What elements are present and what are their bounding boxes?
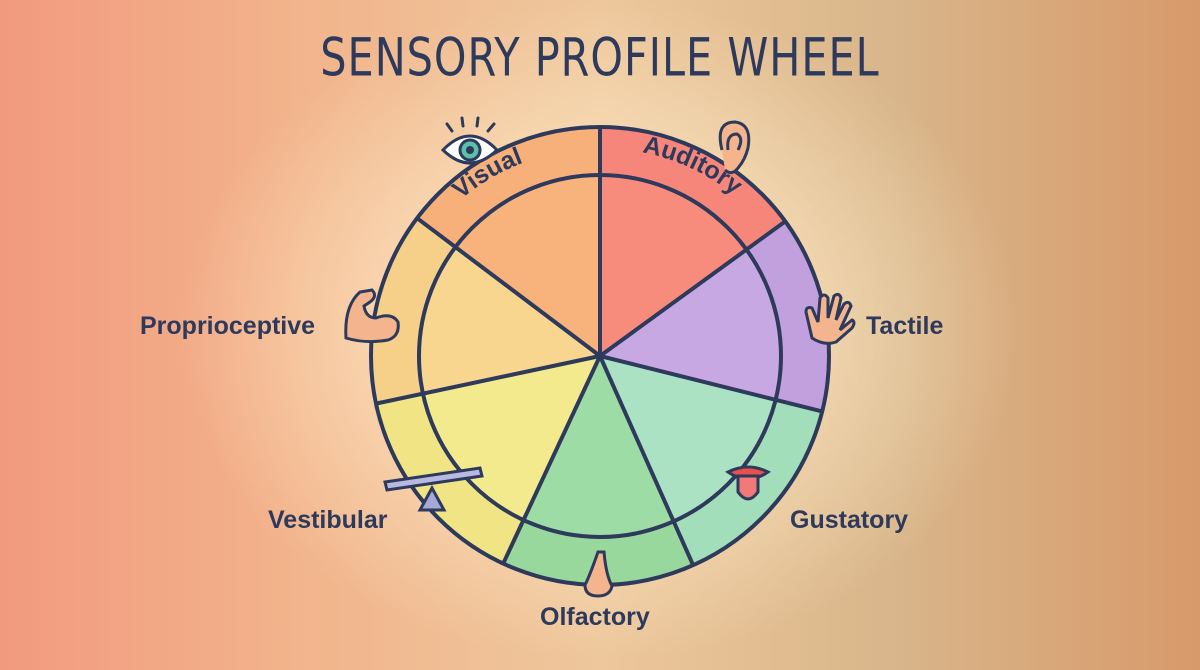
nose-icon bbox=[583, 550, 614, 598]
diagram-title: SENSORY PROFILE WHEEL bbox=[320, 25, 880, 89]
segment-label-vestibular: Vestibular bbox=[268, 506, 388, 534]
segment-olfactory bbox=[523, 356, 674, 537]
segment-divider bbox=[599, 354, 823, 414]
balance-icon bbox=[383, 466, 484, 512]
segment-proprioceptive bbox=[419, 247, 600, 394]
segment-label-olfactory: Olfactory bbox=[540, 603, 650, 631]
segment-auditory bbox=[600, 175, 747, 356]
segment-visual bbox=[455, 175, 600, 356]
segment-divider bbox=[375, 354, 601, 406]
eye-icon bbox=[440, 116, 500, 165]
segment-label-proprioceptive: Proprioceptive bbox=[140, 312, 316, 340]
tongue-icon bbox=[725, 465, 771, 501]
segment-label-tactile: Tactile bbox=[866, 312, 944, 340]
segment-tactile bbox=[600, 249, 781, 400]
segment-label-gustatory: Gustatory bbox=[790, 506, 909, 534]
segment-vestibular bbox=[422, 356, 600, 521]
segment-divider bbox=[598, 219, 787, 358]
segment-divider bbox=[501, 355, 602, 565]
hand-icon bbox=[804, 292, 856, 345]
ear-icon bbox=[718, 120, 751, 175]
flexed-arm-icon bbox=[344, 288, 400, 344]
segment-divider bbox=[415, 216, 602, 358]
segment-divider bbox=[598, 355, 695, 567]
